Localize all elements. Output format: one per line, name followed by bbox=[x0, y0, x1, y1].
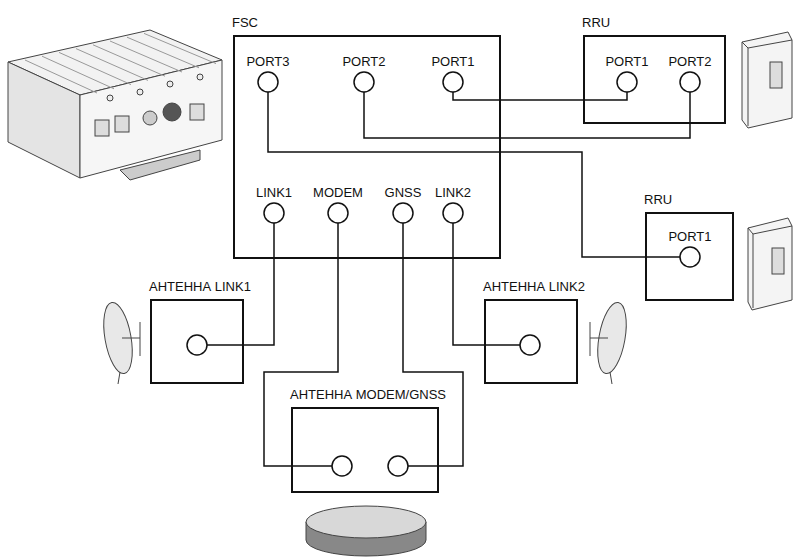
port: PORT2 bbox=[660, 54, 720, 94]
fin bbox=[144, 33, 216, 63]
port-label: MODEM bbox=[308, 185, 368, 201]
cable bbox=[453, 92, 627, 100]
connector-socket bbox=[330, 454, 354, 478]
port-socket bbox=[615, 70, 639, 94]
connector-socket bbox=[187, 335, 207, 355]
port-socket bbox=[441, 70, 465, 94]
port-socket bbox=[256, 70, 280, 94]
unit-box: FSCPORT3PORT2PORT1LINK1MODEMGNSSLINK2 bbox=[233, 35, 501, 259]
box-heading: АНТЕННА LINK1 bbox=[149, 279, 251, 295]
port-label: PORT2 bbox=[334, 54, 394, 70]
connector-socket bbox=[520, 335, 540, 355]
port-label: PORT1 bbox=[660, 229, 720, 245]
connector-socket bbox=[388, 456, 408, 476]
port-label: LINK2 bbox=[423, 185, 483, 201]
connector-socket bbox=[332, 456, 352, 476]
port-socket bbox=[264, 203, 284, 223]
dish-antenna bbox=[590, 300, 631, 384]
port-socket bbox=[443, 203, 463, 223]
port-socket bbox=[441, 201, 465, 225]
connector-socket bbox=[185, 333, 209, 357]
box-heading: АНТЕННА MODEM/GNSS bbox=[290, 387, 446, 403]
port: LINK1 bbox=[244, 185, 304, 225]
rru-device bbox=[748, 218, 792, 310]
port-socket bbox=[678, 245, 702, 269]
port-socket bbox=[262, 201, 286, 225]
rru-device bbox=[742, 32, 792, 128]
port-socket bbox=[617, 72, 637, 92]
box-heading: RRU bbox=[582, 15, 610, 31]
antenna-box: АНТЕННА MODEM/GNSS bbox=[291, 407, 439, 493]
port-socket bbox=[443, 72, 463, 92]
port-socket bbox=[354, 72, 374, 92]
port-label: PORT2 bbox=[660, 54, 720, 70]
port: PORT1 bbox=[660, 229, 720, 269]
port: MODEM bbox=[308, 185, 368, 225]
port: GNSS bbox=[373, 185, 433, 225]
port-socket bbox=[326, 201, 350, 225]
port-label: PORT1 bbox=[423, 54, 483, 70]
port: PORT1 bbox=[597, 54, 657, 94]
unit-box: RRUPORT1PORT2 bbox=[583, 35, 726, 124]
port: PORT2 bbox=[334, 54, 394, 94]
port-socket bbox=[258, 72, 278, 92]
port-socket bbox=[391, 201, 415, 225]
dish-antenna bbox=[99, 300, 140, 384]
port-socket bbox=[352, 70, 376, 94]
port-socket bbox=[678, 70, 702, 94]
port-socket bbox=[680, 247, 700, 267]
port-socket bbox=[680, 72, 700, 92]
port: PORT1 bbox=[423, 54, 483, 94]
port-socket bbox=[393, 203, 413, 223]
box-heading: АНТЕННА LINK2 bbox=[483, 279, 585, 295]
port-label: PORT3 bbox=[238, 54, 298, 70]
cable bbox=[264, 223, 338, 466]
cable bbox=[364, 92, 690, 138]
antenna-box: АНТЕННА LINK2 bbox=[484, 299, 578, 384]
antenna-box: АНТЕННА LINK1 bbox=[150, 299, 244, 384]
port-label: LINK1 bbox=[244, 185, 304, 201]
connector-socket bbox=[386, 454, 410, 478]
port: PORT3 bbox=[238, 54, 298, 94]
port-socket bbox=[328, 203, 348, 223]
port-label: PORT1 bbox=[597, 54, 657, 70]
connector-socket bbox=[518, 333, 542, 357]
box-heading: FSC bbox=[232, 15, 258, 31]
fsc-device bbox=[8, 30, 222, 180]
box-heading: RRU bbox=[644, 192, 672, 208]
cable bbox=[268, 92, 680, 257]
port: LINK2 bbox=[423, 185, 483, 225]
unit-box: RRUPORT1 bbox=[645, 212, 734, 301]
port-label: GNSS bbox=[373, 185, 433, 201]
puck-antenna bbox=[306, 506, 426, 556]
